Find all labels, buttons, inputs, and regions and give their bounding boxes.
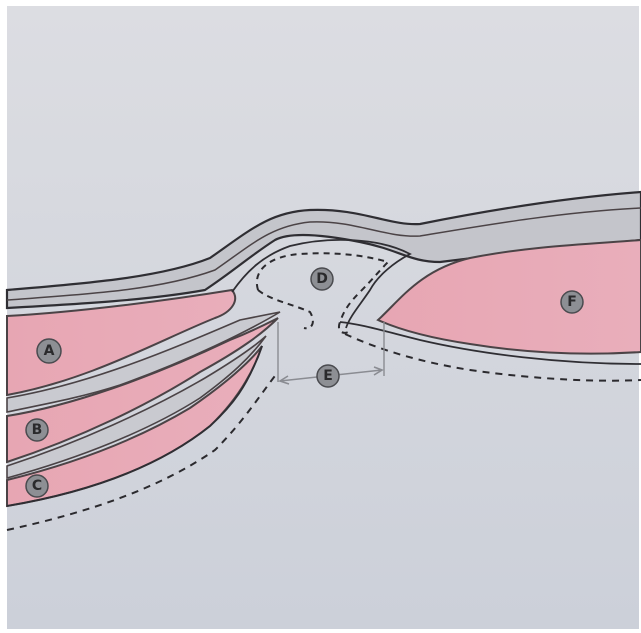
label-a-text: A	[44, 343, 55, 359]
label-b-text: B	[32, 422, 43, 438]
label-d: D	[311, 268, 333, 290]
label-e-text: E	[323, 368, 333, 384]
label-f: F	[561, 291, 583, 313]
label-c: C	[26, 475, 48, 497]
label-a: A	[37, 339, 61, 363]
label-b: B	[26, 419, 48, 441]
label-f-text: F	[567, 294, 577, 310]
label-e: E	[317, 365, 339, 387]
label-c-text: C	[32, 478, 42, 494]
label-d-text: D	[316, 271, 328, 287]
